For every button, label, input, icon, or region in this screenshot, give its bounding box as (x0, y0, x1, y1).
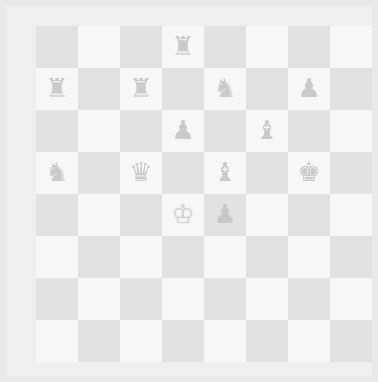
black-queen-icon[interactable]: ♛ (129, 160, 152, 186)
square-c2[interactable] (120, 278, 162, 320)
square-a2[interactable] (36, 278, 78, 320)
square-a4[interactable] (36, 194, 78, 236)
square-d6[interactable]: ♟ (162, 110, 204, 152)
square-h1[interactable] (330, 320, 372, 362)
square-d7[interactable] (162, 68, 204, 110)
square-a3[interactable] (36, 236, 78, 278)
black-bishop-icon[interactable]: ♝ (255, 118, 278, 144)
square-g5[interactable]: ♚ (288, 152, 330, 194)
square-d3[interactable] (162, 236, 204, 278)
black-rook-icon[interactable]: ♜ (45, 76, 68, 102)
square-h6[interactable] (330, 110, 372, 152)
square-b2[interactable] (78, 278, 120, 320)
square-e1[interactable] (204, 320, 246, 362)
square-c1[interactable] (120, 320, 162, 362)
square-f1[interactable] (246, 320, 288, 362)
square-e8[interactable] (204, 26, 246, 68)
square-f6[interactable]: ♝ (246, 110, 288, 152)
square-g2[interactable] (288, 278, 330, 320)
square-b5[interactable] (78, 152, 120, 194)
square-g8[interactable] (288, 26, 330, 68)
square-e7[interactable]: ♞ (204, 68, 246, 110)
square-a7[interactable]: ♜ (36, 68, 78, 110)
square-g4[interactable] (288, 194, 330, 236)
square-e5[interactable]: ♝ (204, 152, 246, 194)
square-h7[interactable] (330, 68, 372, 110)
square-d8[interactable]: ♜ (162, 26, 204, 68)
square-f8[interactable] (246, 26, 288, 68)
square-f4[interactable] (246, 194, 288, 236)
square-e3[interactable] (204, 236, 246, 278)
square-a5[interactable]: ♞ (36, 152, 78, 194)
square-g6[interactable] (288, 110, 330, 152)
black-pawn-icon[interactable]: ♟ (171, 118, 194, 144)
black-rook-icon[interactable]: ♜ (129, 76, 152, 102)
square-e4[interactable]: ♟ (204, 194, 246, 236)
square-c4[interactable] (120, 194, 162, 236)
square-h2[interactable] (330, 278, 372, 320)
chess-board[interactable]: ♜ ♜ ♜ ♞ ♟ ♟ ♝ ♞ ♛ ♝ ♚ ♔ ♟ (36, 26, 372, 362)
square-b7[interactable] (78, 68, 120, 110)
square-d1[interactable] (162, 320, 204, 362)
square-a8[interactable] (36, 26, 78, 68)
square-h5[interactable] (330, 152, 372, 194)
square-f3[interactable] (246, 236, 288, 278)
white-king-icon[interactable]: ♔ (171, 202, 194, 228)
square-f5[interactable] (246, 152, 288, 194)
square-d5[interactable] (162, 152, 204, 194)
square-h4[interactable] (330, 194, 372, 236)
square-d2[interactable] (162, 278, 204, 320)
black-bishop-icon[interactable]: ♝ (213, 160, 236, 186)
square-g7[interactable]: ♟ (288, 68, 330, 110)
square-h3[interactable] (330, 236, 372, 278)
square-e6[interactable] (204, 110, 246, 152)
square-a6[interactable] (36, 110, 78, 152)
square-b4[interactable] (78, 194, 120, 236)
square-d4[interactable]: ♔ (162, 194, 204, 236)
square-b8[interactable] (78, 26, 120, 68)
square-h8[interactable] (330, 26, 372, 68)
square-c7[interactable]: ♜ (120, 68, 162, 110)
square-c5[interactable]: ♛ (120, 152, 162, 194)
black-pawn-icon[interactable]: ♟ (297, 76, 320, 102)
black-rook-icon[interactable]: ♜ (171, 34, 194, 60)
square-g3[interactable] (288, 236, 330, 278)
square-b1[interactable] (78, 320, 120, 362)
black-king-icon[interactable]: ♚ (297, 160, 320, 186)
square-e2[interactable] (204, 278, 246, 320)
black-knight-icon[interactable]: ♞ (45, 160, 68, 186)
square-a1[interactable] (36, 320, 78, 362)
square-f7[interactable] (246, 68, 288, 110)
square-g1[interactable] (288, 320, 330, 362)
square-f2[interactable] (246, 278, 288, 320)
black-knight-icon[interactable]: ♞ (213, 76, 236, 102)
square-c8[interactable] (120, 26, 162, 68)
square-b3[interactable] (78, 236, 120, 278)
square-b6[interactable] (78, 110, 120, 152)
square-c3[interactable] (120, 236, 162, 278)
square-c6[interactable] (120, 110, 162, 152)
black-pawn-icon[interactable]: ♟ (213, 202, 236, 228)
